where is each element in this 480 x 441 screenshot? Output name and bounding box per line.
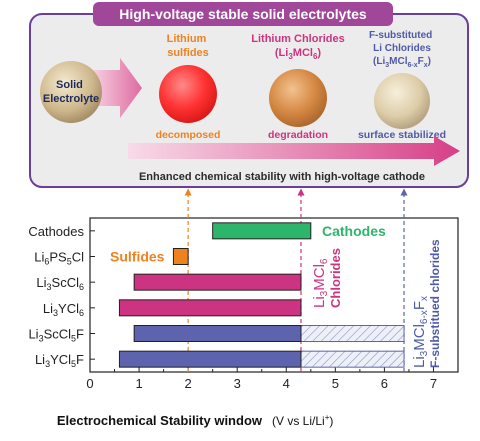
fsub-title: F-substituted Li Chlorides [369, 30, 435, 54]
banner-title-bg [93, 2, 393, 26]
chloride-sphere [269, 69, 327, 127]
annotation-cathodes: Cathodes [322, 223, 386, 239]
bar-extension [300, 350, 405, 368]
chlorides-title: Lithium Chlorides [251, 33, 345, 45]
sulfide-sphere [159, 65, 217, 123]
x-tick-label: 5 [332, 376, 339, 391]
chlorides-formula: (Li3MCl6) [275, 47, 322, 61]
solid-label-line2: Electrolyte [43, 93, 99, 105]
category-label: Li3ScCl5F [28, 327, 84, 344]
category-label: Li3YCl6 [43, 301, 84, 318]
solid-electrolyte-label: Solid Electrolyte [43, 79, 99, 105]
annotation-sulfides: Sulfides [110, 249, 165, 265]
solid-label-line1: Solid [56, 79, 83, 91]
banner-title: High-voltage stable solid electrolytes [119, 6, 367, 22]
bar-Li6PS5Cl [172, 248, 189, 265]
x-tick-label: 3 [234, 376, 241, 391]
bar-Li3ScCl6 [133, 273, 302, 291]
x-axis-unit: (V vs Li/Li+) [272, 413, 333, 428]
annotation-chlorides-label: Chlorides [328, 248, 343, 308]
x-axis-label: Electrochemical Stability window [57, 413, 263, 428]
annotation-fsub-label: F-substitued chlorides [428, 239, 442, 368]
fsub-sphere [374, 73, 430, 129]
x-tick-label: 2 [185, 376, 192, 391]
fsub-outcome: surface stabilized [358, 129, 446, 141]
bar-Li3YCl6 [118, 299, 302, 317]
banner: High-voltage stable solid electrolytes S… [29, 2, 469, 188]
category-label: Li3ScCl6 [36, 275, 84, 292]
bar-Li3ScCl5F [133, 325, 302, 342]
bar-Li3YCl5F [118, 350, 302, 368]
category-label: Cathodes [28, 224, 84, 239]
x-tick-label: 6 [381, 376, 388, 391]
chlorides-outcome: degradation [268, 129, 328, 141]
x-tick-label: 4 [283, 376, 290, 391]
x-tick-label: 7 [430, 376, 437, 391]
progress-arrow-left [92, 58, 142, 118]
x-tick-label: 1 [135, 376, 142, 391]
stability-arrow-label: Enhanced chemical stability with high-vo… [139, 171, 425, 183]
category-label: Li3YCl5F [35, 352, 84, 369]
bar-extension [300, 325, 405, 342]
plot-frame [89, 217, 459, 373]
category-label: Li6PS5Cl [34, 250, 84, 267]
stability-arrow [128, 136, 460, 166]
x-tick-label: 0 [86, 376, 93, 391]
bar-Cathodes [212, 222, 312, 240]
annotation-fsub-formula: Li3MCl6-xFx [411, 296, 430, 368]
solid-electrolyte-sphere [40, 61, 102, 123]
sulfides-title: Lithium sulfides [167, 33, 210, 59]
sulfides-outcome: decomposed [156, 129, 221, 141]
